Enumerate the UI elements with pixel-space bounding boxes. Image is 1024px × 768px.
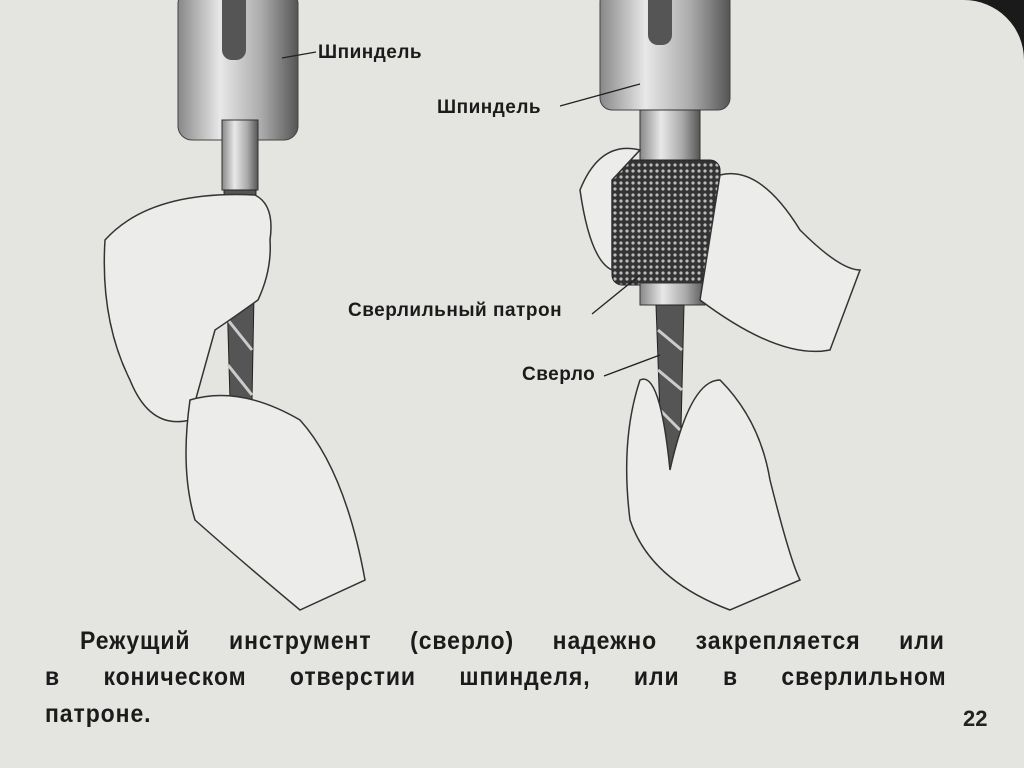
leader-lines: [281, 51, 661, 377]
page-number: 22: [963, 706, 988, 731]
label-drill: Сверло: [522, 364, 596, 385]
caption-line-2: в коническом отверстии шпинделя, или в с…: [45, 663, 947, 691]
label-spindle-right: Шпиндель: [437, 97, 542, 118]
label-spindle-left: Шпиндель: [318, 42, 423, 63]
right-hands: [579, 147, 862, 611]
left-hands: [103, 193, 366, 611]
label-chuck: Сверлильный патрон: [348, 300, 563, 321]
right-spindle-chuck: [599, 0, 731, 471]
caption-line-3: патроне.: [45, 700, 152, 728]
caption-line-1: Режущий инструмент (сверло) надежно закр…: [80, 627, 945, 655]
